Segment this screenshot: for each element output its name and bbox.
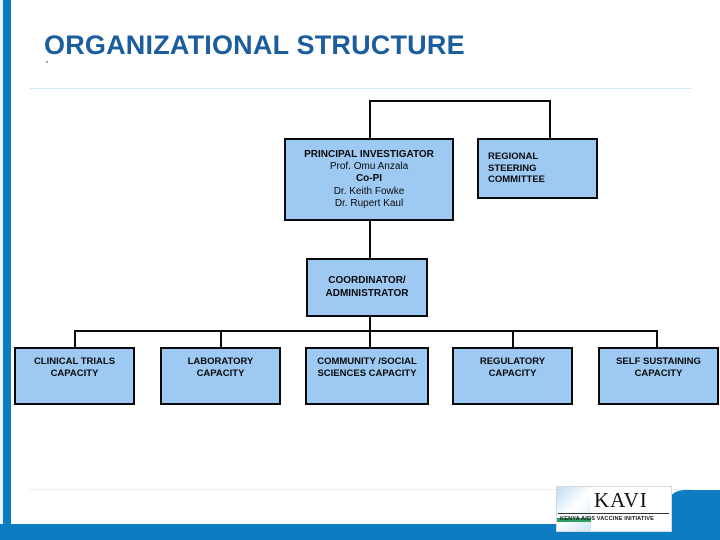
connector-drop-regulatory bbox=[512, 330, 514, 348]
node-line: COMMITTEE bbox=[488, 174, 545, 186]
node-clinical-trials-capacity[interactable]: CLINICAL TRIALS CAPACITY bbox=[14, 347, 135, 405]
node-principal-investigator[interactable]: PRINCIPAL INVESTIGATOR Prof. Omu Anzala … bbox=[284, 138, 454, 221]
node-coordinator-administrator[interactable]: COORDINATOR/ ADMINISTRATOR bbox=[306, 258, 428, 317]
node-line: CAPACITY bbox=[50, 367, 99, 379]
node-line: PRINCIPAL INVESTIGATOR bbox=[304, 149, 434, 161]
connector-rsc-up bbox=[549, 100, 551, 138]
connector-distribution-bar bbox=[74, 330, 657, 332]
kavi-logo: KAVI KENYA AIDS VACCINE INITIATIVE bbox=[556, 486, 672, 532]
kavi-logo-green-stripe bbox=[557, 518, 591, 522]
connector-drop-community-social bbox=[369, 330, 371, 348]
node-regional-steering-committee[interactable]: REGIONAL STEERING COMMITTEE bbox=[477, 138, 598, 199]
node-community-social-sciences-capacity[interactable]: COMMUNITY /SOCIAL SCIENCES CAPACITY bbox=[305, 347, 429, 405]
node-line: CLINICAL TRIALS bbox=[33, 356, 116, 367]
node-line: Co-PI bbox=[355, 173, 383, 185]
page-title: ORGANIZATIONAL STRUCTURE bbox=[44, 30, 465, 60]
footer-divider bbox=[30, 489, 692, 490]
title-divider bbox=[30, 88, 692, 89]
node-line: SCIENCES CAPACITY bbox=[317, 367, 417, 379]
connector-pi-to-coordinator bbox=[369, 221, 371, 258]
node-line: Dr. Rupert Kaul bbox=[334, 197, 404, 209]
node-line: SELF SUSTAINING bbox=[616, 356, 701, 367]
kavi-logo-mark-icon bbox=[557, 487, 592, 531]
node-line: COMMUNITY /SOCIAL bbox=[317, 356, 417, 367]
node-line: CAPACITY bbox=[488, 367, 537, 379]
node-line: LABORATORY bbox=[187, 356, 254, 367]
kavi-logo-wordmark: KAVI bbox=[594, 488, 648, 512]
slide-top-edge bbox=[11, 0, 720, 5]
slide-bottom-accent-bar bbox=[0, 524, 720, 540]
slide-bottom-right-accent-notch bbox=[666, 490, 720, 524]
node-line: CAPACITY bbox=[634, 367, 683, 379]
node-line: STEERING bbox=[488, 162, 537, 174]
node-line: Prof. Omu Anzala bbox=[329, 161, 409, 173]
node-line: REGULATORY bbox=[479, 356, 546, 367]
node-line: ADMINISTRATOR bbox=[325, 287, 409, 299]
node-line: Dr. Keith Fowke bbox=[333, 185, 405, 197]
node-line: CAPACITY bbox=[196, 367, 245, 379]
connector-drop-clinical-trials bbox=[74, 330, 76, 348]
connector-top-bracket bbox=[369, 100, 551, 102]
kavi-logo-rule bbox=[558, 513, 669, 514]
node-self-sustaining-capacity[interactable]: SELF SUSTAINING CAPACITY bbox=[598, 347, 719, 405]
connector-drop-laboratory bbox=[220, 330, 222, 348]
node-line: REGIONAL bbox=[488, 151, 539, 163]
connector-drop-self-sustaining bbox=[656, 330, 658, 348]
node-regulatory-capacity[interactable]: REGULATORY CAPACITY bbox=[452, 347, 573, 405]
node-laboratory-capacity[interactable]: LABORATORY CAPACITY bbox=[160, 347, 281, 405]
node-line: COORDINATOR/ bbox=[328, 275, 406, 287]
kavi-logo-text-area: KAVI KENYA AIDS VACCINE INITIATIVE bbox=[558, 487, 671, 531]
kavi-logo-tagline: KENYA AIDS VACCINE INITIATIVE bbox=[560, 516, 654, 522]
title-dot-artifact bbox=[46, 61, 48, 63]
connector-pi-up bbox=[369, 100, 371, 138]
